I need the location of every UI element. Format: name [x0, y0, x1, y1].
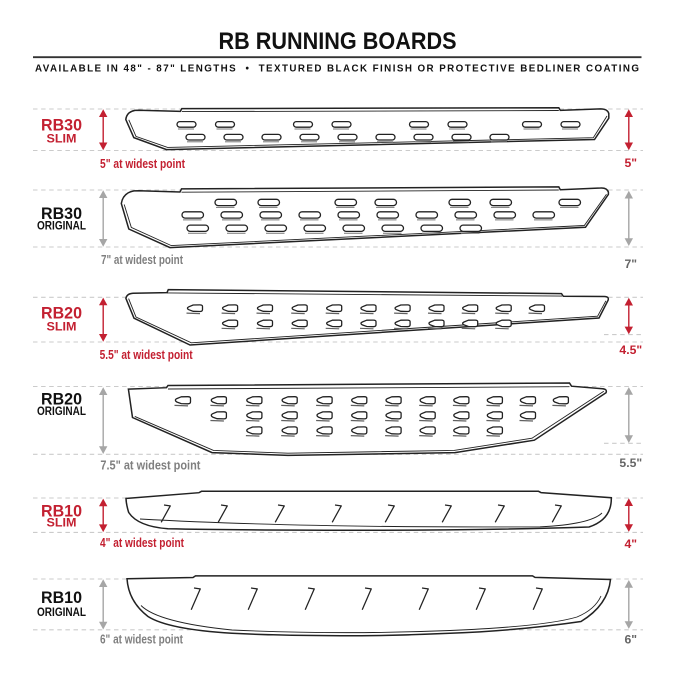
svg-text:ORIGINAL: ORIGINAL — [37, 404, 86, 418]
svg-text:7" at widest point: 7" at widest point — [101, 253, 184, 267]
svg-text:7": 7" — [625, 257, 638, 271]
svg-text:4" at widest point: 4" at widest point — [100, 536, 185, 550]
svg-text:RB10: RB10 — [41, 501, 82, 520]
svg-text:RB20: RB20 — [41, 304, 82, 323]
svg-text:ORIGINAL: ORIGINAL — [37, 219, 86, 233]
svg-text:AVAILABLE IN 48" - 87" LENGTHS: AVAILABLE IN 48" - 87" LENGTHS • TEXTURE… — [35, 63, 639, 74]
svg-text:RB10: RB10 — [41, 588, 82, 607]
svg-text:5" at widest point: 5" at widest point — [100, 156, 186, 171]
svg-text:6": 6" — [625, 632, 638, 646]
svg-text:5": 5" — [625, 156, 638, 170]
svg-text:SLIM: SLIM — [47, 516, 77, 530]
svg-text:SLIM: SLIM — [47, 320, 77, 334]
svg-text:4.5": 4.5" — [619, 343, 642, 357]
svg-text:7.5" at widest point: 7.5" at widest point — [100, 458, 201, 472]
svg-text:SLIM: SLIM — [47, 132, 77, 146]
svg-text:6" at widest point: 6" at widest point — [100, 633, 184, 647]
svg-text:RB RUNNING BOARDS: RB RUNNING BOARDS — [219, 28, 457, 55]
svg-text:RB20: RB20 — [41, 389, 82, 408]
svg-text:RB30: RB30 — [41, 204, 82, 223]
svg-text:ORIGINAL: ORIGINAL — [37, 605, 86, 619]
svg-text:RB30: RB30 — [41, 115, 82, 134]
svg-text:5.5" at widest point: 5.5" at widest point — [100, 348, 194, 362]
svg-text:5.5": 5.5" — [619, 456, 642, 470]
svg-text:4": 4" — [625, 537, 638, 551]
